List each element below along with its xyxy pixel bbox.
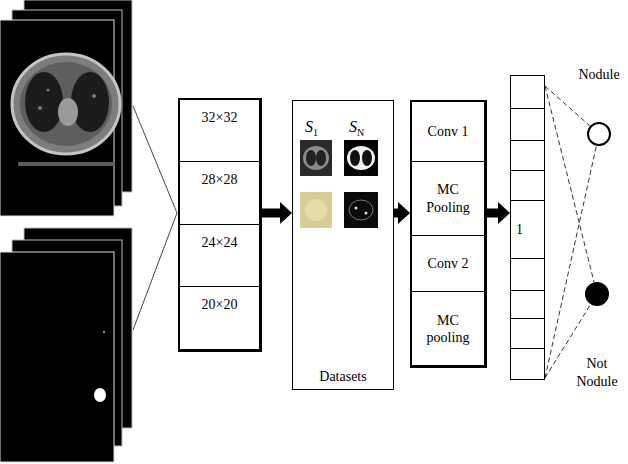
output-circle — [585, 282, 609, 306]
dashed-connection — [545, 146, 596, 378]
table-cell: Conv 1 — [412, 102, 484, 162]
cell-label: 28×28 — [202, 171, 238, 189]
vector-cell — [511, 171, 544, 201]
vector-cell — [511, 141, 544, 171]
vector-cell — [511, 109, 544, 141]
scale-box: 32×32 28×28 24×24 20×20 — [178, 98, 262, 352]
connector-line — [394, 209, 398, 218]
output-node: Nodule — [572, 66, 626, 146]
input-lines — [133, 106, 177, 330]
connector-line — [545, 86, 590, 126]
vector-cell — [511, 259, 544, 291]
connector-line — [262, 209, 280, 218]
dashed-connection — [545, 86, 594, 282]
datasets-label: Datasets — [293, 368, 393, 386]
vector-cell — [511, 76, 544, 109]
cell-label: MC pooling — [420, 312, 476, 347]
arrow-head — [498, 202, 510, 224]
flow-arrow — [394, 202, 410, 224]
output-label: Not Nodule — [568, 355, 626, 390]
vector-cell — [511, 349, 544, 377]
cell-label: Conv 2 — [428, 255, 469, 273]
table-cell: 28×28 — [180, 162, 259, 225]
cell-label: 32×32 — [202, 109, 238, 127]
arrow-head — [280, 202, 292, 224]
vector-cell: 1 — [511, 201, 544, 259]
output-label: Nodule — [572, 66, 626, 84]
dataset-symbol: S1 — [305, 117, 318, 140]
output-circle — [587, 122, 611, 146]
arrow-head — [398, 202, 410, 224]
table-cell: MC pooling — [412, 292, 484, 366]
vector-cell — [511, 291, 544, 319]
ct-image-stack — [0, 0, 132, 216]
feature-vector: 1 — [510, 75, 545, 380]
cnn-box: Conv 1 MC PoolingConv 2 MC pooling — [410, 100, 487, 368]
dashed-connection — [545, 86, 590, 126]
datasets-box: S1 SN Datasets — [292, 100, 394, 390]
mask-image-stack — [0, 228, 132, 462]
connector-line — [545, 146, 596, 378]
table-cell: 32×32 — [180, 100, 259, 162]
cell-label: MC Pooling — [420, 181, 476, 216]
output-node: Not Nodule — [568, 282, 626, 390]
vector-value: 1 — [516, 221, 523, 239]
dataset-symbol: SN — [349, 117, 364, 140]
connector-line — [545, 86, 594, 282]
dataset-thumbnails — [300, 140, 378, 228]
cell-label: 24×24 — [202, 234, 238, 252]
connector-line — [545, 304, 591, 378]
table-cell: 24×24 — [180, 225, 259, 287]
flow-arrow — [487, 202, 510, 224]
cell-label: 20×20 — [202, 296, 238, 314]
connector-line — [487, 209, 498, 218]
table-cell: 20×20 — [180, 287, 259, 350]
table-cell: MC Pooling — [412, 162, 484, 236]
table-cell: Conv 2 — [412, 236, 484, 292]
flow-arrow — [262, 202, 292, 224]
vector-cell — [511, 319, 544, 349]
cell-label: Conv 1 — [428, 123, 469, 141]
dashed-connection — [545, 304, 591, 378]
